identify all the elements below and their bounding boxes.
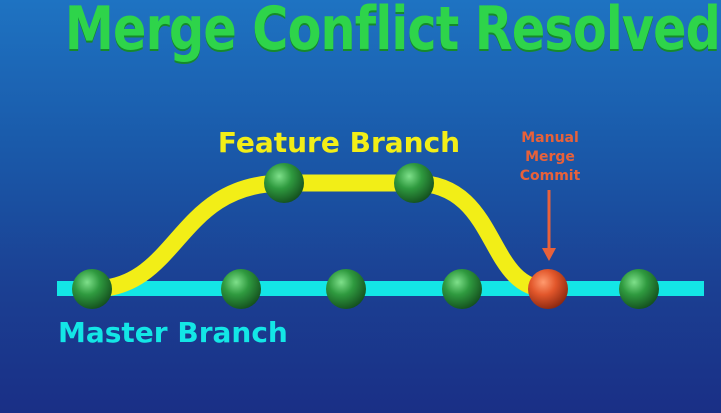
feature-commit bbox=[394, 163, 434, 203]
merge-arrow-head bbox=[542, 248, 556, 261]
merge-commit-label-line-1: Manual bbox=[521, 130, 579, 146]
master-commit bbox=[619, 269, 659, 309]
master-branch-line bbox=[57, 281, 704, 296]
master-branch-label: Master Branch bbox=[58, 316, 288, 349]
master-commit bbox=[72, 269, 112, 309]
feature-branch-label: Feature Branch bbox=[218, 126, 460, 159]
merge-commit bbox=[528, 269, 568, 309]
title: Merge Conflict Resolved bbox=[64, 0, 721, 64]
merge-commit-label-line-2: Merge bbox=[525, 149, 575, 165]
feature-commit bbox=[264, 163, 304, 203]
master-commit bbox=[221, 269, 261, 309]
feature-branch-line bbox=[83, 174, 557, 298]
master-commit bbox=[442, 269, 482, 309]
master-commit bbox=[326, 269, 366, 309]
merge-commit-label-line-3: Commit bbox=[520, 168, 581, 184]
